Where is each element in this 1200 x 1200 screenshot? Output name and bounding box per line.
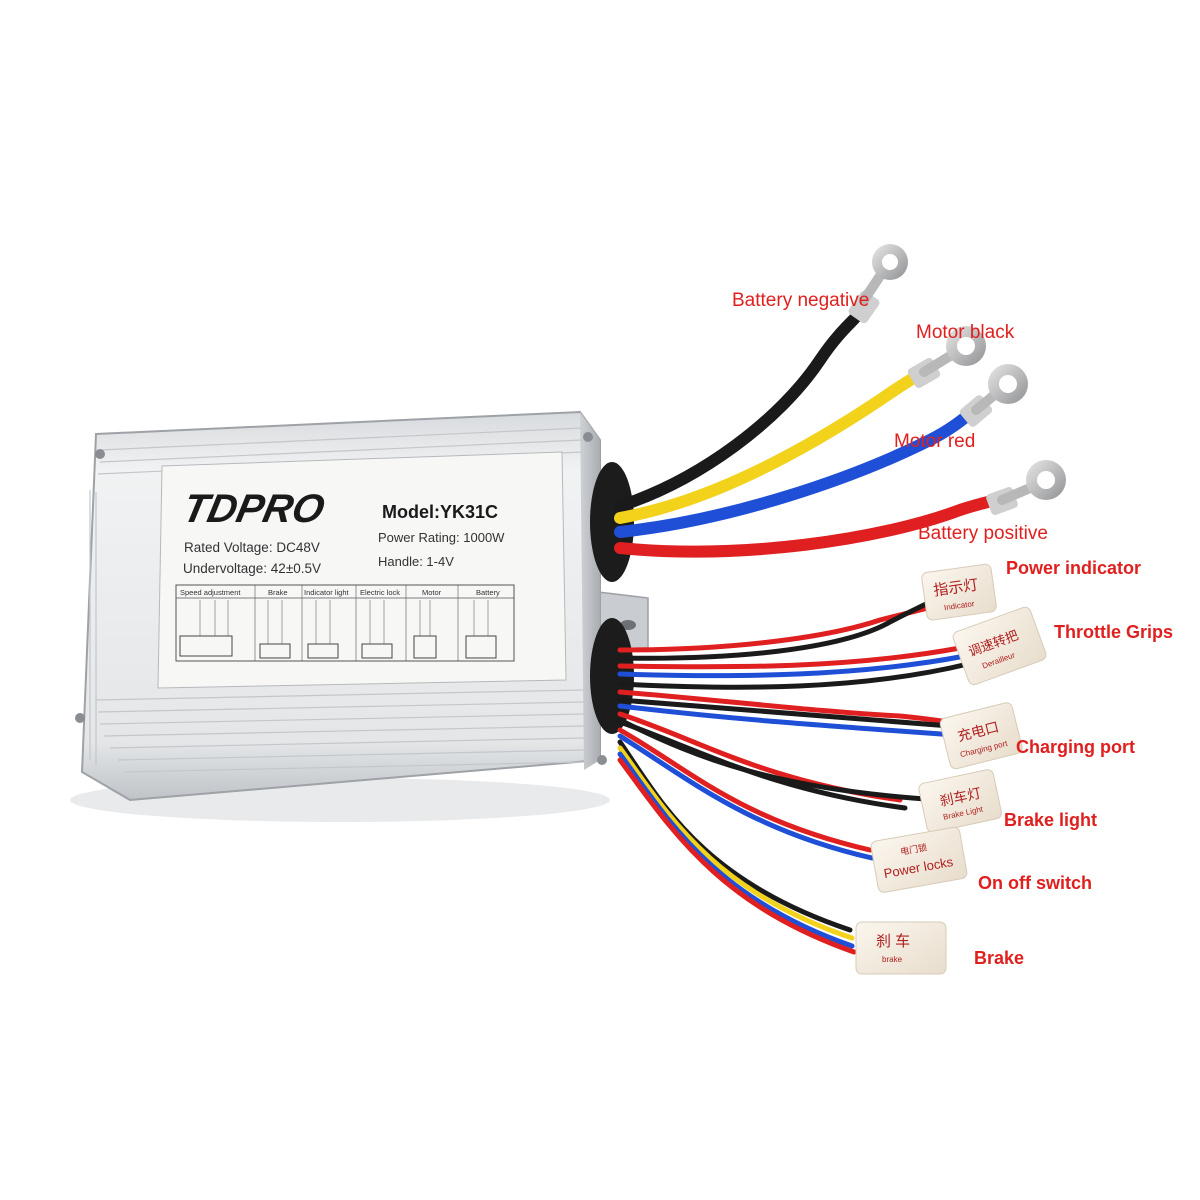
- black-wire: [614, 306, 866, 512]
- callout-power-indicator: Power indicator: [1006, 558, 1142, 578]
- connector-brake: 刹 车 brake: [855, 921, 947, 975]
- callout-on-off-switch: On off switch: [978, 873, 1092, 893]
- rated-voltage-text: Rated Voltage: DC48V: [184, 540, 320, 555]
- wiring-diagram: Speed adjustment Brake Indicator light E…: [175, 584, 515, 662]
- signal-wires: [617, 599, 971, 955]
- diagram-header-motor: Motor: [422, 588, 442, 597]
- product-label: TDPRO Model:YK31C Rated Voltage: DC48V P…: [157, 451, 567, 689]
- power-wires: [614, 306, 1002, 558]
- svg-text:Indicator: Indicator: [943, 599, 975, 612]
- terminal-battery-negative: [848, 244, 908, 324]
- yellow-wire: [614, 368, 926, 524]
- callout-battery-positive: Battery positive: [918, 523, 1048, 544]
- red-wire: [614, 494, 1002, 558]
- model-text: Model:YK31C: [382, 502, 498, 522]
- undervoltage-text: Undervoltage: 42±0.5V: [183, 561, 321, 576]
- callout-brake-light: Brake light: [1004, 810, 1098, 830]
- connector-indicator: 指示灯 Indicator: [921, 563, 997, 621]
- terminal-battery-positive: [986, 460, 1066, 515]
- diagram-header-lock: Electric lock: [360, 588, 400, 597]
- callout-charging-port: Charging port: [1016, 737, 1135, 757]
- svg-text:电门锁: 电门锁: [899, 841, 928, 857]
- callout-motor-red: Motor red: [894, 431, 976, 452]
- diagram-header-indicator: Indicator light: [304, 588, 350, 597]
- svg-text:刹 车: 刹 车: [876, 933, 910, 950]
- diagram-header-brake: Brake: [268, 588, 288, 597]
- callout-motor-black: Motor black: [916, 322, 1015, 343]
- svg-text:指示灯: 指示灯: [932, 576, 979, 599]
- ring-terminals: [848, 244, 1066, 515]
- power-rating-text: Power Rating: 1000W: [378, 530, 505, 545]
- connector-brake-light: 刹车灯 Brake Light: [918, 769, 1002, 833]
- blue-wire: [614, 406, 978, 538]
- connector-throttle: 调速转把 Derailleur: [952, 606, 1047, 686]
- callout-throttle-grips: Throttle Grips: [1054, 622, 1174, 642]
- diagram-header-battery: Battery: [476, 588, 500, 597]
- callout-brake: Brake: [974, 948, 1025, 968]
- terminal-motor-black: [907, 326, 986, 389]
- connector-charging: 充电口 Charging port: [939, 702, 1023, 770]
- connector-power-locks: 电门锁 Power locks: [870, 826, 968, 893]
- callout-battery-negative: Battery negative: [732, 290, 870, 311]
- svg-text:brake: brake: [882, 955, 903, 964]
- brand-logo: TDPRO: [179, 485, 329, 530]
- diagram-header-speed: Speed adjustment: [180, 588, 241, 597]
- handle-text: Handle: 1-4V: [378, 554, 454, 569]
- terminal-motor-red: [959, 364, 1028, 427]
